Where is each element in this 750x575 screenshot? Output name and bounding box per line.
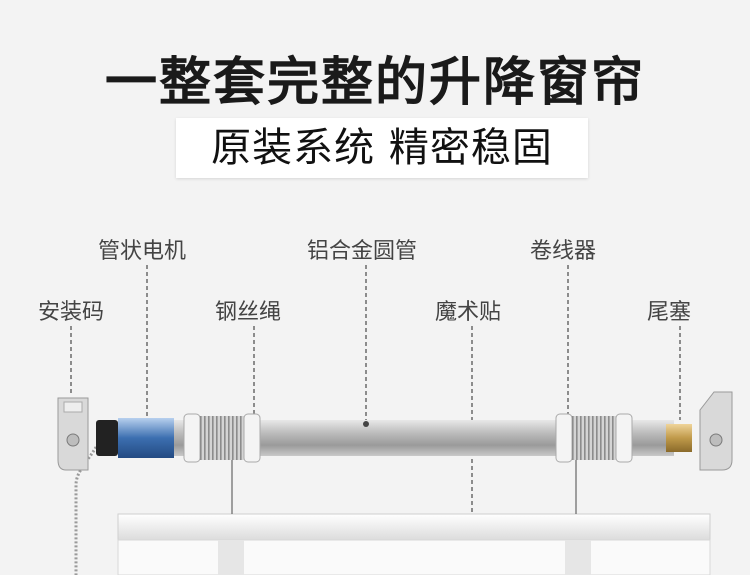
steel-wire-ropes	[231, 452, 577, 514]
end-plug	[666, 424, 692, 452]
headline-title: 一整套完整的升降窗帘	[104, 53, 645, 113]
label-steel-wire-rope: 钢丝绳	[215, 300, 282, 325]
left-mounting-bracket	[57, 397, 89, 471]
subtitle-text: 原装系统 精密稳固	[211, 125, 553, 171]
bottom-rail	[117, 513, 711, 575]
left-winder	[183, 413, 261, 463]
leader-lines	[70, 265, 681, 522]
subtitle-box	[176, 118, 588, 178]
tubular-motor	[96, 418, 174, 458]
label-winder: 卷线器	[530, 239, 597, 264]
tube-marker-dot	[363, 421, 369, 427]
right-winder	[555, 413, 633, 463]
label-velcro: 魔术贴	[435, 300, 502, 325]
right-mounting-bracket	[699, 391, 733, 471]
label-tubular-motor: 管状电机	[98, 239, 187, 264]
label-mounting-bracket: 安装码	[38, 300, 105, 325]
label-aluminum-tube: 铝合金圆管	[307, 239, 418, 264]
label-end-plug: 尾塞	[647, 300, 692, 325]
